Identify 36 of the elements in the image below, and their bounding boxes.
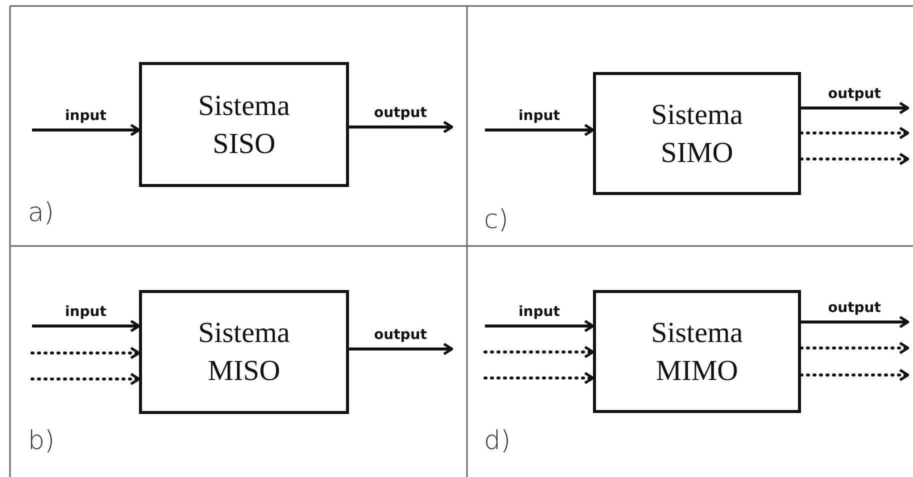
system-box bbox=[593, 72, 801, 195]
dotted-arrow bbox=[30, 346, 140, 360]
system-label: Sistema SISO bbox=[197, 88, 291, 162]
system-label: Sistema MISO bbox=[197, 316, 291, 389]
arrow bbox=[349, 120, 454, 134]
dotted-arrow bbox=[800, 126, 910, 140]
edge-label: input bbox=[63, 304, 108, 320]
system-box bbox=[139, 290, 349, 414]
dotted-arrow bbox=[484, 346, 594, 358]
edge-label: output bbox=[372, 327, 429, 343]
arrow bbox=[801, 102, 910, 114]
edge-label: output bbox=[372, 105, 429, 121]
dotted-arrow bbox=[800, 368, 910, 382]
arrow bbox=[32, 320, 140, 332]
edge-label: input bbox=[63, 108, 108, 124]
dotted-arrow bbox=[484, 372, 594, 384]
dotted-arrow bbox=[30, 372, 140, 386]
panel-label: b) bbox=[28, 426, 55, 456]
panel-label: a) bbox=[28, 198, 54, 228]
dotted-arrow bbox=[800, 342, 910, 354]
panel-label: c) bbox=[484, 205, 508, 235]
edge-label: input bbox=[516, 108, 562, 124]
dotted-arrow bbox=[800, 152, 910, 166]
system-label: Sistema SIMO bbox=[650, 98, 744, 170]
arrow bbox=[32, 124, 140, 136]
system-box bbox=[139, 62, 349, 187]
edge-label: output bbox=[826, 300, 883, 316]
arrow bbox=[485, 124, 594, 136]
edge-label: output bbox=[826, 86, 883, 102]
system-label: Sistema MIMO bbox=[650, 316, 744, 388]
edge-label: input bbox=[516, 304, 562, 320]
arrow bbox=[349, 342, 454, 356]
arrow bbox=[801, 316, 910, 328]
panel-label: d) bbox=[484, 426, 511, 456]
arrow bbox=[485, 320, 594, 332]
system-box bbox=[593, 290, 801, 413]
